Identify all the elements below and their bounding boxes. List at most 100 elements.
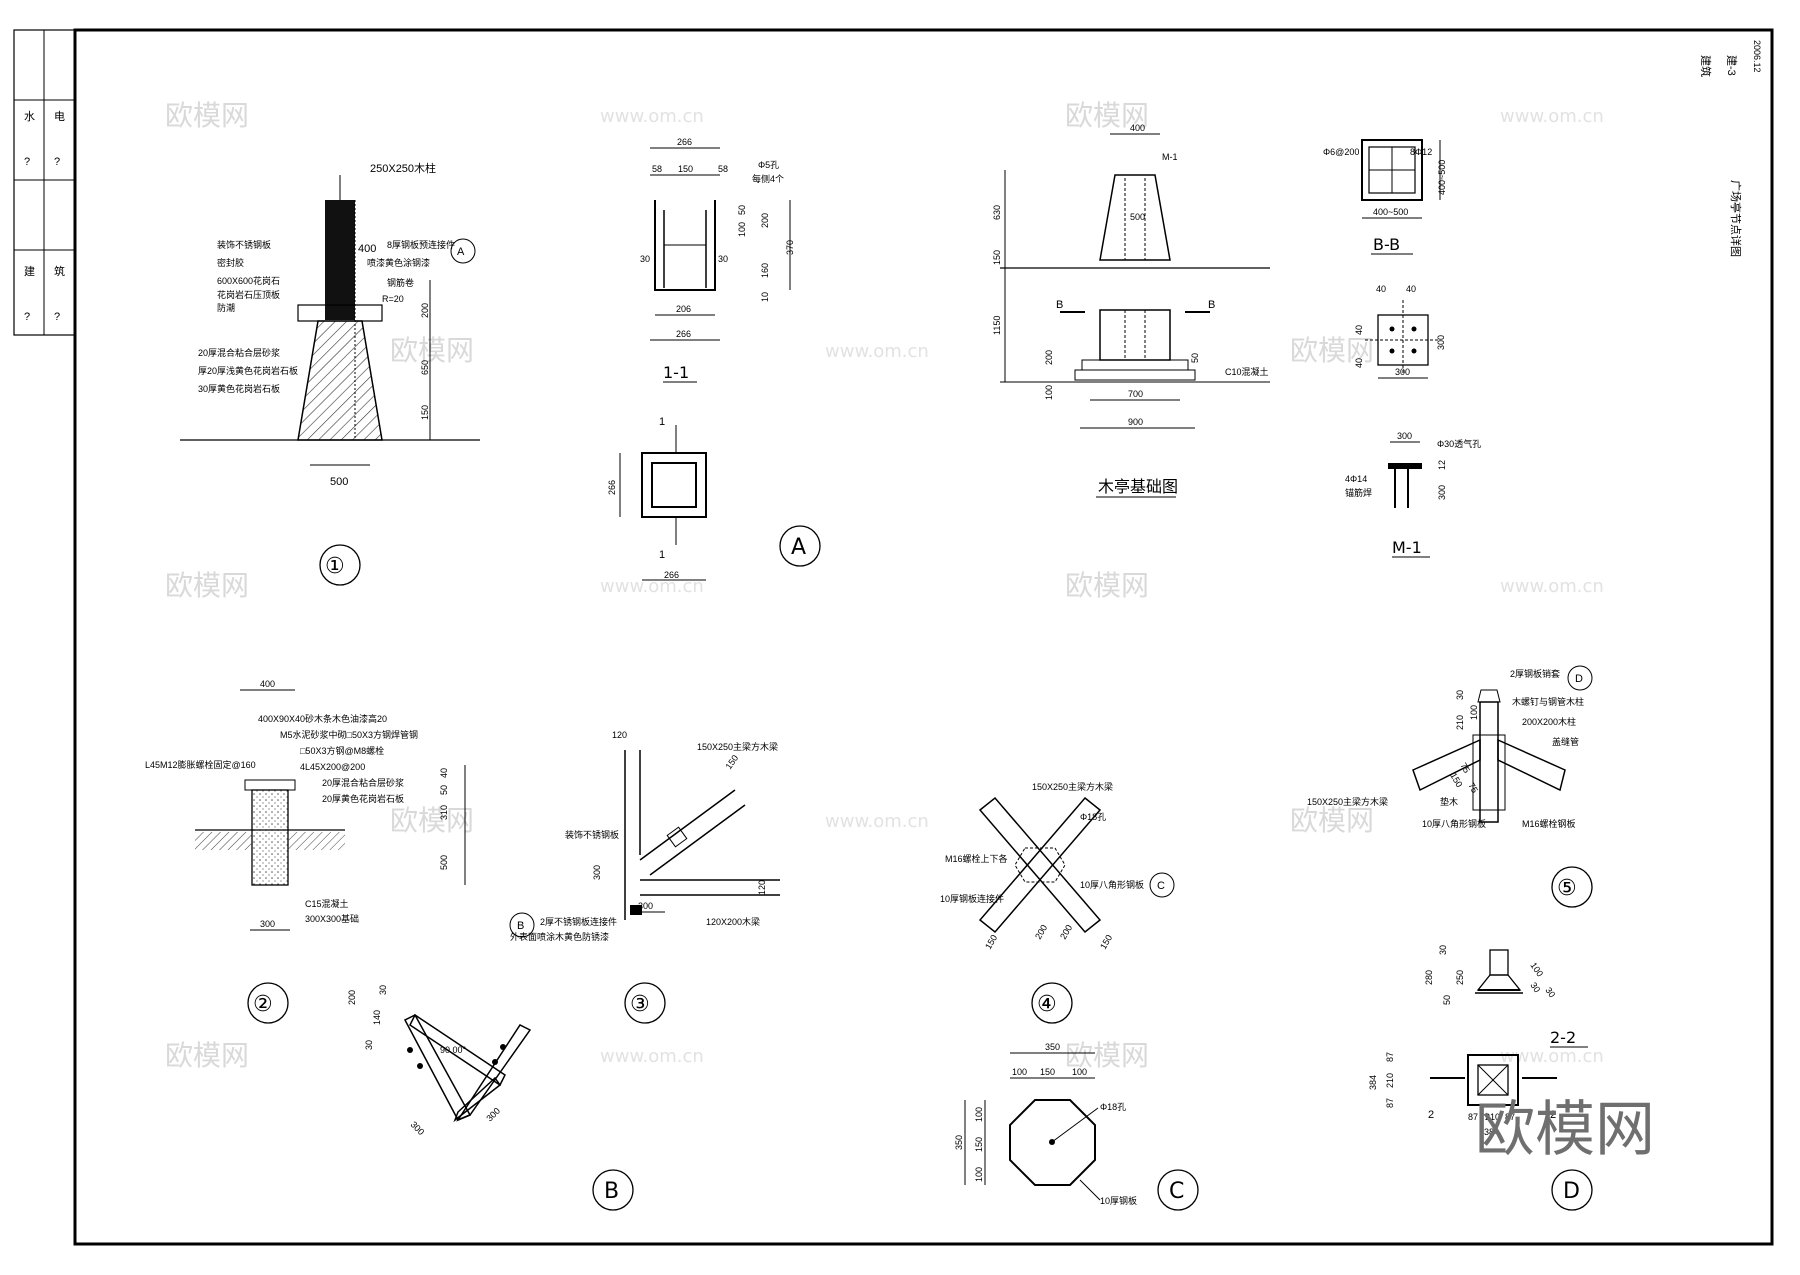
d22-title: 2-2 <box>1550 1028 1576 1047</box>
d2-note0: 400X90X40砂木条木色油漆高20 <box>258 713 387 724</box>
d1-note-4: 防潮 <box>217 302 235 313</box>
dB-dim-300a: 300 <box>409 1119 427 1137</box>
dC-top-350: 350 <box>1045 1042 1060 1052</box>
d3-left-note: 装饰不锈钢板 <box>565 829 619 840</box>
d1-top-label: 250X250木柱 <box>370 161 436 175</box>
d5-dim-150: 150 <box>1448 771 1464 789</box>
pav-l-630: 630 <box>992 205 1002 220</box>
d1-note-0: 装饰不锈钢板 <box>217 239 271 250</box>
d22-dim-30b: 30 <box>1528 980 1542 994</box>
section-1-1: 266 58 150 58 Φ5孔 每侧4个 50 100 200 370 16… <box>640 137 795 383</box>
d2-dim-310: 310 <box>439 805 449 820</box>
svg-text:www.om.cn: www.om.cn <box>825 811 929 832</box>
d11-top-266: 266 <box>677 137 692 147</box>
d1-r20: R=20 <box>382 294 404 304</box>
d5-dim-75b: 75 <box>1466 781 1480 795</box>
d3-dim-300b: 300 <box>638 901 653 911</box>
dB-dim-140: 140 <box>372 1010 382 1025</box>
title-col1: 建筑 <box>1699 55 1713 77</box>
d2-note4: 20厚混合粘合层砂浆 <box>322 777 404 788</box>
dD-left-87b: 87 <box>1385 1098 1395 1108</box>
svg-text:欧模网: 欧模网 <box>1290 804 1374 837</box>
d3-number: ③ <box>630 992 650 1017</box>
d11-l-30: 30 <box>640 254 650 264</box>
left-block-q3: ? <box>24 311 30 323</box>
d3-top: 120 <box>612 730 627 740</box>
d11-r-50: 50 <box>737 205 747 215</box>
d5-note0: 2厚钢板销套 <box>1510 668 1560 679</box>
section-2-2: 30 250 280 50 100 30 30 2-2 <box>1424 945 1588 1048</box>
d3-dim-120: 120 <box>757 880 767 895</box>
d11-hole2: 每侧4个 <box>752 173 784 184</box>
d5-bolt: M16螺栓钢板 <box>1522 818 1576 829</box>
d11-r-200: 200 <box>760 213 770 228</box>
d4-top: 150X250主梁方木梁 <box>1032 781 1113 792</box>
d11-r-100: 100 <box>737 222 747 237</box>
left-block-r2b: 筑 <box>54 264 65 278</box>
pav-top-400: 400 <box>1130 123 1145 133</box>
detail-3: 120 150X250主梁方木梁 150 装饰不锈钢板 2厚不锈钢板连接件 外表… <box>509 730 780 1024</box>
detail-C: 350 100 150 100 Φ18孔 10厚钢板 350 100 150 1… <box>954 1042 1199 1211</box>
dD-bot-384: 384 <box>1484 1127 1499 1137</box>
detail-1: 500 250X250木柱 装饰不锈钢板 密封胶 600X600花岗石 花岗岩石… <box>180 161 480 586</box>
d1-note2-2: 30厚黄色花岗岩石板 <box>198 383 280 394</box>
pavilion-foundation: 400 M-1 500 B B 630 150 1150 200 100 50 … <box>992 123 1270 498</box>
dD-left-384: 384 <box>1368 1075 1378 1090</box>
plate-dim-40c: 40 <box>1354 325 1364 335</box>
d3-bottom2: 外表面喷涂木黄色防锈漆 <box>510 931 609 942</box>
dC-top-100b: 100 <box>1072 1067 1087 1077</box>
dD-bot-210: 210 <box>1485 1112 1500 1122</box>
d5-dim-75a: 75 <box>1458 761 1472 775</box>
m1-anchor1: 4Φ14 <box>1345 474 1367 484</box>
svg-text:欧模网: 欧模网 <box>165 569 249 602</box>
m1-title: M-1 <box>1392 538 1422 557</box>
d2-top: 400 <box>260 679 275 689</box>
d11-r-160: 160 <box>760 263 770 278</box>
bb-title: B-B <box>1373 235 1400 254</box>
d22-dim-30: 30 <box>1438 945 1448 955</box>
d2-dim-40: 40 <box>439 768 449 778</box>
left-block-q1: ? <box>24 156 30 168</box>
d3-dim-300a: 300 <box>592 865 602 880</box>
d2-note5: 20厚黄色花岗岩石板 <box>322 793 404 804</box>
pav-b-700: 700 <box>1128 389 1143 399</box>
left-block-r1: 水 <box>24 110 35 123</box>
dA-sec-top: 1 <box>659 416 665 428</box>
d11-top-58a: 58 <box>652 164 662 174</box>
d4-plate: 10厚钢板连接件 <box>940 893 1004 904</box>
dD-left-87a: 87 <box>1385 1052 1395 1062</box>
d5-dim-100: 100 <box>1469 705 1479 720</box>
d2-bot0: C15混凝土 <box>305 898 349 909</box>
svg-text:www.om.cn: www.om.cn <box>1500 1046 1604 1067</box>
d1-right1: 8厚钢板预连接件 <box>387 239 455 250</box>
title-col2: 建-3 <box>1725 55 1739 76</box>
d1-dim-150: 150 <box>420 405 430 420</box>
pav-l-150: 150 <box>992 250 1002 265</box>
pav-m1: M-1 <box>1162 152 1178 162</box>
dC-top-150: 150 <box>1040 1067 1055 1077</box>
svg-text:欧模网: 欧模网 <box>390 334 474 367</box>
right-title-block: 建筑 建-3 2006.12 广场亭节点详图 <box>1699 40 1762 257</box>
plate-dim-40a: 40 <box>1376 284 1386 294</box>
detail-A: 1 1 266 266 A <box>607 416 821 581</box>
svg-text:欧模网: 欧模网 <box>165 99 249 132</box>
pav-title: 木亭基础图 <box>1098 477 1178 496</box>
dD-number: D <box>1563 1179 1580 1204</box>
d11-b-266: 266 <box>676 329 691 339</box>
pav-d50: 50 <box>1190 353 1200 363</box>
svg-text:www.om.cn: www.om.cn <box>825 341 929 362</box>
dC-left-150: 150 <box>974 1137 984 1152</box>
bb-dim-bottom: 400~500 <box>1373 207 1408 217</box>
detail-B: 90.00° 200 30 140 30 300 300 B <box>347 985 634 1211</box>
dD-bot-87a: 87 <box>1468 1112 1478 1122</box>
dA-number: A <box>791 535 806 560</box>
dA-dim-left: 266 <box>607 480 617 495</box>
svg-text:A: A <box>457 246 465 258</box>
d1-dim-650: 650 <box>420 360 430 375</box>
m1-top: 300 <box>1397 431 1412 441</box>
dC-top-100a: 100 <box>1012 1067 1027 1077</box>
d1-column <box>325 200 355 320</box>
m1-anchor2: 锚筋焊 <box>1345 487 1372 498</box>
d5-bottom: 10厚八角形钢板 <box>1422 818 1486 829</box>
d1-number: ① <box>325 554 345 579</box>
